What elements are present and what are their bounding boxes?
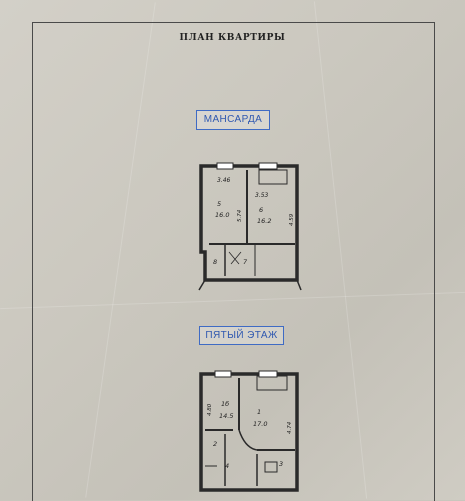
room-4-number: 4 <box>225 462 229 470</box>
drawing-frame <box>32 22 435 501</box>
floor-plan-mansarda: 3.46 5 16.0 5.74 3.53 6 16.2 4.59 8 7 <box>198 162 302 291</box>
room-1b-area: 14.5 <box>219 412 233 420</box>
floor-stamp-fifth: ПЯТЫЙ ЭТАЖ <box>199 326 284 345</box>
room-1b-number: 1б <box>221 400 229 408</box>
floor-stamp-mansarda: МАНСАРДА <box>196 110 270 130</box>
room-7-number: 7 <box>243 258 248 266</box>
room-8-number: 8 <box>213 258 217 266</box>
room-6-height: 3.53 <box>255 192 269 199</box>
room-5-area: 16.0 <box>215 211 229 219</box>
room-1-number: 1 <box>257 408 261 416</box>
room-5-height: 3.46 <box>217 177 231 184</box>
room-1-area: 17.0 <box>253 420 267 428</box>
room-6-area: 16.2 <box>257 217 271 225</box>
room-5-side: 5.74 <box>237 209 243 222</box>
room-6-side: 4.59 <box>289 213 295 226</box>
room-5-number: 5 <box>217 200 221 208</box>
room-3-number: 3 <box>279 460 283 468</box>
room-1b-side: 4.80 <box>207 403 213 416</box>
page-title: ПЛАН КВАРТИРЫ <box>179 33 286 43</box>
floor-plan-fifth: 4.80 1б 14.5 1 17.0 4.74 2 4 3 <box>199 370 299 492</box>
room-1-side: 4.74 <box>287 421 293 434</box>
room-2-number: 2 <box>213 440 217 448</box>
room-6-number: 6 <box>259 206 263 214</box>
